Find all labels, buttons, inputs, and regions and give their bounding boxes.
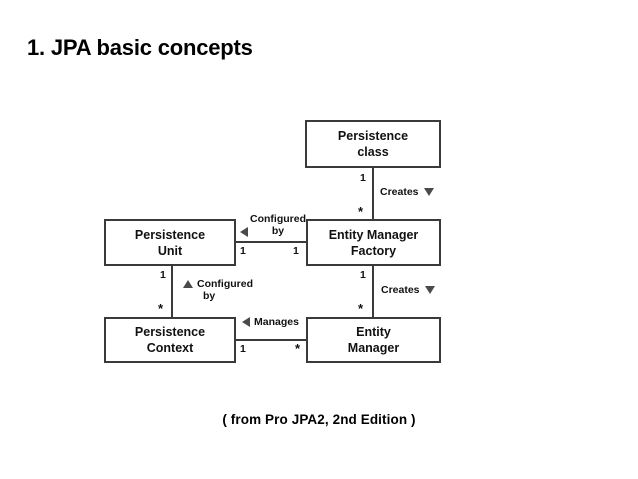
multiplicity-persistence-unit-bottom: 1 bbox=[160, 269, 166, 281]
page-title: 1. JPA basic concepts bbox=[27, 35, 253, 60]
relationship-label-configured-by-horizontal: Configured by bbox=[250, 213, 306, 238]
triangle-down-icon bbox=[423, 188, 434, 197]
uml-box-entity-manager-line1: Entity bbox=[356, 325, 391, 339]
uml-box-persistence-class-line1: Persistence bbox=[337, 129, 409, 143]
uml-box-persistence-context: Persistence Context bbox=[104, 317, 236, 363]
relationship-label-manages-text: Manages bbox=[254, 316, 299, 328]
relationship-label-configured-by-horizontal-line1: Configured bbox=[250, 213, 306, 225]
uml-box-entity-manager: Entity Manager bbox=[306, 317, 441, 363]
relationship-label-configured-by-vertical-line1: Configured bbox=[197, 278, 253, 290]
uml-box-entity-manager-factory-line1: Entity Manager bbox=[328, 227, 419, 242]
uml-box-persistence-class-line2: class bbox=[357, 145, 389, 159]
relationship-label-configured-by-vertical: Configured by bbox=[183, 278, 253, 303]
uml-box-persistence-class: Persistence class bbox=[305, 120, 441, 168]
multiplicity-entity-manager-factory-left: 1 bbox=[293, 245, 299, 257]
connector-persistence-class-to-entity-manager-factory bbox=[372, 168, 374, 219]
connector-entity-manager-factory-to-entity-manager bbox=[372, 266, 374, 317]
triangle-up-icon bbox=[183, 280, 193, 289]
relationship-label-configured-by-horizontal-line2: by bbox=[271, 225, 285, 238]
multiplicity-persistence-unit-right: 1 bbox=[240, 245, 246, 257]
uml-box-entity-manager-factory-line2: Factory bbox=[350, 243, 397, 258]
relationship-label-configured-by-vertical-line2: by bbox=[203, 290, 216, 303]
triangle-left-icon bbox=[240, 227, 248, 237]
connector-persistence-unit-to-persistence-context bbox=[171, 266, 173, 317]
connector-persistence-unit-to-entity-manager-factory bbox=[236, 241, 306, 243]
uml-box-persistence-unit: Persistence Unit bbox=[104, 219, 236, 266]
triangle-down-icon bbox=[424, 286, 435, 295]
multiplicity-entity-manager-factory-top: * bbox=[358, 204, 364, 219]
multiplicity-persistence-context-right: 1 bbox=[240, 343, 246, 355]
uml-box-persistence-context-line1: Persistence bbox=[134, 325, 206, 339]
multiplicity-entity-manager-top: * bbox=[358, 301, 364, 316]
relationship-label-creates-bottom-text: Creates bbox=[381, 284, 420, 296]
connector-persistence-context-to-entity-manager bbox=[236, 339, 306, 341]
uml-box-entity-manager-factory: Entity Manager Factory bbox=[306, 219, 441, 266]
uml-box-persistence-unit-line1: Persistence bbox=[134, 227, 206, 242]
source-caption: ( from Pro JPA2, 2nd Edition ) bbox=[222, 412, 416, 427]
relationship-label-creates-top-text: Creates bbox=[380, 186, 419, 198]
uml-box-entity-manager-line2: Manager bbox=[347, 341, 400, 355]
uml-box-persistence-unit-line2: Unit bbox=[157, 243, 183, 258]
multiplicity-entity-manager-left: * bbox=[295, 341, 301, 356]
relationship-label-manages: Manages bbox=[242, 316, 299, 328]
uml-box-persistence-context-line2: Context bbox=[146, 341, 194, 355]
relationship-label-creates-top: Creates bbox=[380, 186, 434, 198]
triangle-left-icon bbox=[242, 317, 250, 328]
relationship-label-creates-bottom: Creates bbox=[381, 284, 435, 296]
multiplicity-persistence-context-top: * bbox=[158, 301, 164, 316]
multiplicity-persistence-class-bottom: 1 bbox=[360, 172, 366, 184]
multiplicity-entity-manager-factory-bottom: 1 bbox=[360, 269, 366, 281]
